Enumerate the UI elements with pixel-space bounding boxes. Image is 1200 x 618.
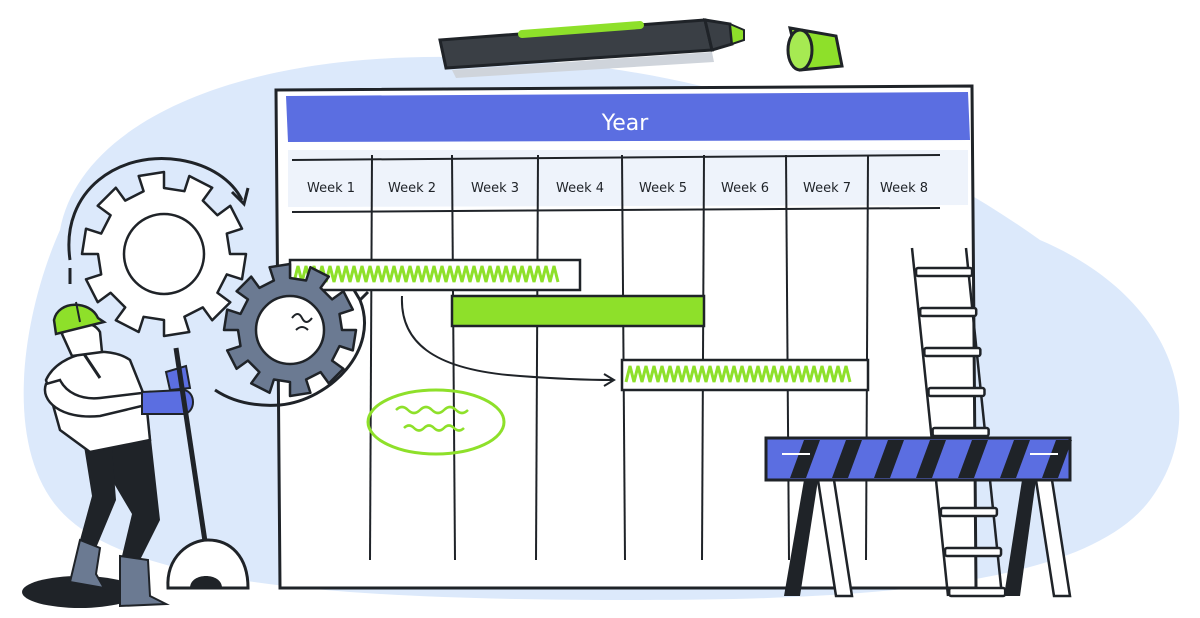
barricade-stripe [916,440,946,478]
marker-cap-icon [786,26,844,72]
barricade-stripe [958,440,988,478]
week-label: Week 4 [556,181,604,196]
week-label: Week 3 [471,181,519,196]
worker-figure [22,301,250,608]
note-bubble [366,388,506,456]
week-column-line [369,154,373,561]
gear-icon [80,170,248,338]
ladder-rung [943,546,1003,558]
week-column-line [621,154,626,561]
ladder-rung [939,506,999,518]
week-label: Week 7 [803,181,851,196]
gear-icon [222,262,358,398]
barricade-stripe [832,440,862,478]
dependency-arrow [400,295,616,387]
barricade-icon [764,436,1072,598]
board-title: Year [601,111,650,136]
week-column-line [535,154,539,561]
ladder-rung [923,346,982,358]
header-bar [286,92,970,142]
week-label: Week 5 [639,181,687,196]
ladder-rung [931,426,990,438]
gantt-board: Year Week 1 Week 2 Week 3 Week 4 Week 5 Week … [274,84,978,590]
barricade-stripe [1000,440,1030,478]
week-label: Week 8 [880,181,928,196]
ladder-rung [914,266,974,278]
barricade-stripe [874,440,904,478]
rotation-arrows [67,157,370,407]
header-row [288,150,968,207]
week-column-line [701,154,705,561]
week-label: Week 6 [721,181,769,196]
marker-icon [438,18,745,78]
barricade-stripe [790,440,820,478]
ladder-rung [918,306,978,318]
week-column-line [785,154,790,561]
task-bar [620,358,870,392]
task-bar [288,258,582,292]
week-label: Week 1 [307,181,355,196]
week-label: Week 2 [388,181,436,196]
ladder-rung [927,386,986,398]
week-column-line [865,154,869,561]
week-column-line [451,154,456,561]
task-bar [450,294,706,328]
ladder-rung [947,586,1007,598]
barricade-stripe [1042,440,1072,478]
